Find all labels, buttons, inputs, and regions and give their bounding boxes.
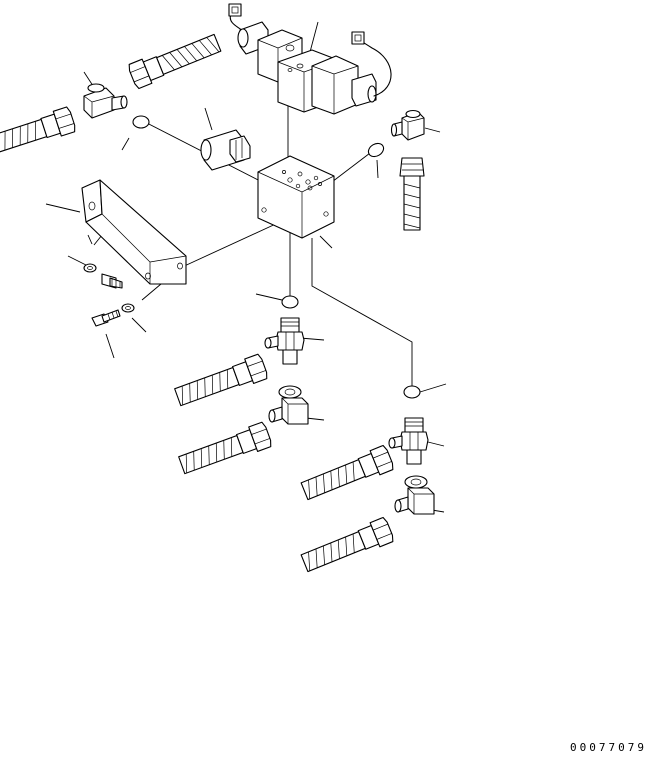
washer [83,263,97,273]
hose [176,420,274,478]
connector [388,417,429,465]
bolt [101,273,123,289]
o-ring [403,385,421,399]
elbow-fitting [390,109,425,141]
mounting-bracket [81,179,187,285]
washer [121,303,135,313]
o-ring [132,115,150,129]
hose [399,157,425,231]
o-ring [281,295,299,309]
connector [264,317,305,365]
hose [299,516,396,576]
elbow-fitting [394,475,435,515]
elbow-fitting [268,385,309,425]
tee-fitting [83,83,128,119]
valve-block [257,155,335,239]
hose [172,352,270,410]
bolt [91,309,121,327]
catalog-number: 00077079 [570,741,647,754]
o-ring [365,140,387,160]
hose [126,30,223,90]
hose [299,444,396,504]
plug [200,129,251,171]
hose [0,105,78,161]
solenoid-valve [228,3,392,115]
